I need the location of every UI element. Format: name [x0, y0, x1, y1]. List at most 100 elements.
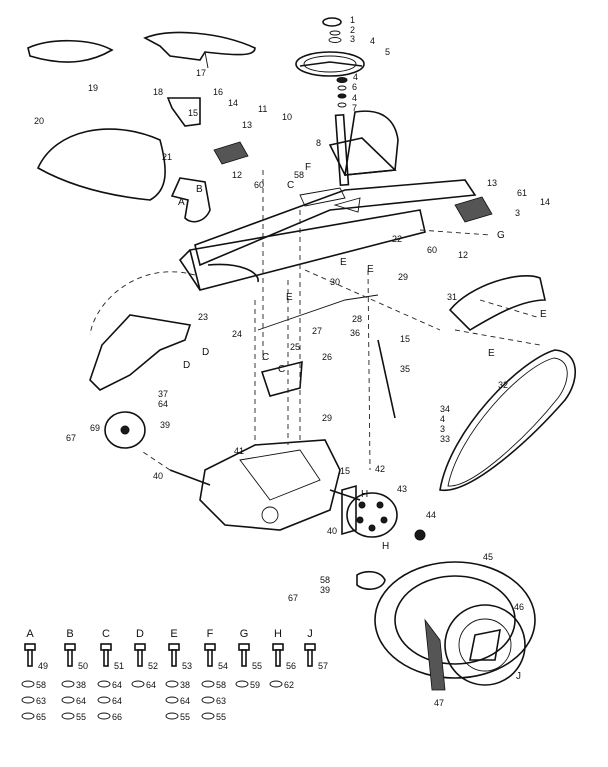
washer	[201, 680, 215, 688]
callout-41: 41	[234, 446, 244, 456]
callout-32: 32	[498, 380, 508, 390]
key-letter-H: H	[274, 628, 282, 640]
bolt-head	[134, 643, 146, 651]
callout-11: 11	[258, 104, 267, 114]
key-letter-J: J	[307, 628, 313, 640]
callout-25: 25	[290, 342, 300, 352]
brake-rod	[377, 339, 396, 419]
washer	[269, 680, 283, 688]
callout-31: 31	[447, 292, 457, 302]
callout-1: 1	[350, 15, 355, 25]
callout-4: 4	[370, 36, 375, 46]
bolt-shank	[171, 649, 177, 667]
bolt-shank	[275, 649, 281, 667]
callout-19: 19	[88, 83, 98, 93]
hardware-number: 62	[284, 680, 294, 690]
letter-C2: C	[262, 352, 269, 363]
hardware-number: 55	[216, 712, 226, 722]
letter-E5: E	[488, 348, 495, 359]
callout-29: 29	[398, 272, 408, 282]
letter-C3: C	[278, 364, 285, 375]
letter-E4: E	[540, 309, 547, 320]
callout-39b: 39	[320, 585, 330, 595]
hardware-number: 64	[76, 696, 86, 706]
washer	[97, 712, 111, 720]
hardware-number: 65	[36, 712, 46, 722]
hardware-number: 38	[76, 680, 86, 690]
callout-69: 69	[90, 423, 100, 433]
hardware-number: 63	[36, 696, 46, 706]
washer	[61, 712, 75, 720]
callout-2: 2	[350, 25, 355, 35]
key-letter-C: C	[102, 628, 110, 640]
bolt-shank	[27, 649, 33, 667]
lever-18	[166, 97, 201, 127]
callout-40b: 40	[327, 526, 337, 536]
callout-34: 34	[440, 404, 450, 414]
hood-parts	[27, 31, 256, 69]
callout-67: 67	[66, 433, 76, 443]
callout-4d: 4	[440, 414, 445, 424]
bolt-head	[304, 643, 316, 651]
hardware-number: 64	[112, 696, 122, 706]
callout-16: 16	[213, 87, 223, 97]
callout-29b: 29	[322, 413, 332, 423]
hardware-number: 64	[146, 680, 156, 690]
bolt-shank	[241, 649, 247, 667]
hardware-key: A49586365B50386455C51646466D5264E5338645…	[21, 628, 328, 722]
panel-23	[89, 314, 192, 391]
letter-J: J	[516, 671, 521, 682]
letter-D2: D	[183, 360, 190, 371]
callout-64: 64	[158, 399, 168, 409]
callout-60b: 60	[427, 245, 437, 255]
steering-assembly	[295, 17, 365, 187]
callout-6: 6	[352, 82, 357, 92]
callout-15: 15	[188, 108, 198, 118]
hardware-number: 64	[112, 680, 122, 690]
letter-C: C	[287, 180, 294, 191]
bolt-head	[64, 643, 76, 651]
callout-13b: 13	[487, 178, 497, 188]
callout-28: 28	[352, 314, 362, 324]
letter-B: B	[196, 184, 203, 195]
bracket-21	[170, 177, 211, 223]
callout-26: 26	[322, 352, 332, 362]
washer	[21, 696, 35, 704]
callout-3c: 3	[440, 424, 445, 434]
callout-58: 58	[294, 170, 304, 180]
washer	[61, 680, 75, 688]
rear-wheel	[356, 561, 536, 691]
callout-13: 13	[242, 120, 252, 130]
bolt-head	[100, 643, 112, 651]
callout-8: 8	[316, 138, 321, 148]
callout-15c: 15	[340, 466, 350, 476]
hub-43	[341, 484, 398, 538]
guide-lines	[89, 170, 541, 471]
callout-5: 5	[385, 47, 390, 57]
foot-pads	[213, 141, 493, 223]
bolt-shank	[103, 649, 109, 667]
washer	[131, 680, 145, 688]
callout-24: 24	[232, 329, 242, 339]
hardware-number: 58	[36, 680, 46, 690]
hardware-number: 55	[76, 712, 86, 722]
hardware-number: 66	[112, 712, 122, 722]
washer	[97, 680, 111, 688]
callout-40: 40	[153, 471, 163, 481]
callout-23: 23	[198, 312, 208, 322]
callout-27: 27	[312, 326, 322, 336]
assembly-letters: A B C F G E E E E E D D C C H H J	[178, 162, 547, 682]
pulley-39	[104, 411, 146, 449]
callout-15b: 15	[400, 334, 410, 344]
bolt-number: 51	[114, 661, 124, 671]
washer	[97, 696, 111, 704]
callout-4c: 4	[352, 93, 357, 103]
bolt-head	[272, 643, 284, 651]
callout-20: 20	[34, 116, 44, 126]
bolt-number: 57	[318, 661, 328, 671]
callout-14b: 14	[540, 197, 550, 207]
callout-44: 44	[426, 510, 436, 520]
hardware-number: 64	[180, 696, 190, 706]
